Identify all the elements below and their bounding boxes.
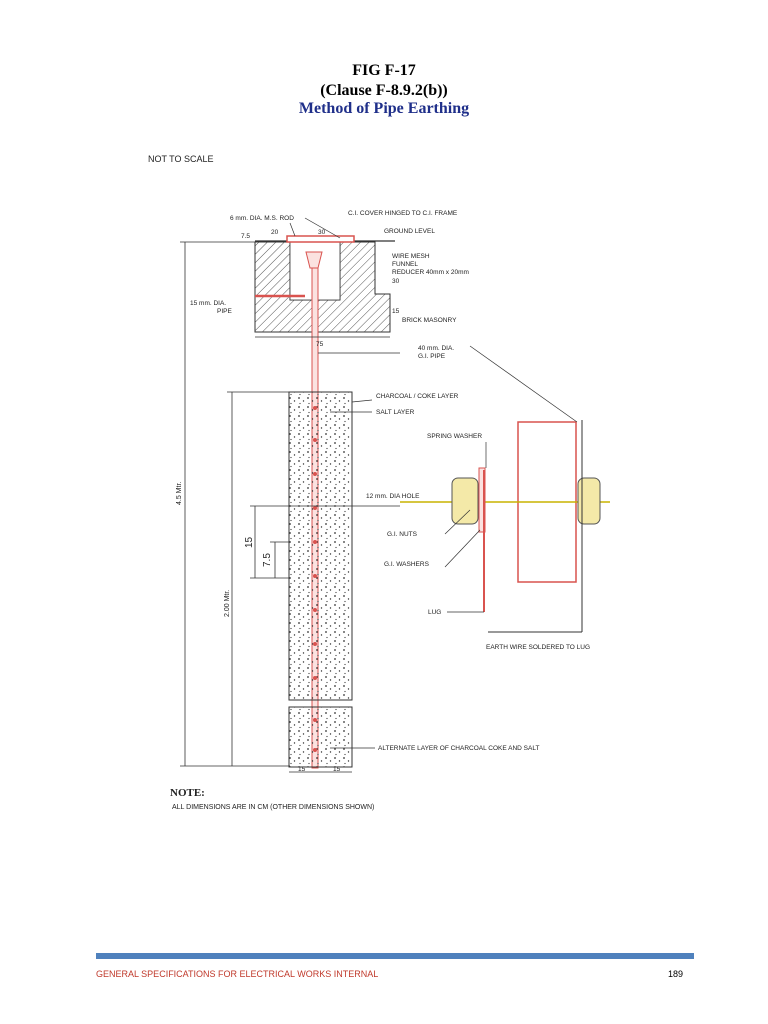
pipe-earthing-drawing: NOT TO SCALE: [148, 154, 610, 811]
label-brick-masonry: BRICK MASONRY: [402, 317, 457, 324]
label-lug: LUG: [428, 609, 441, 616]
dimension-labels: 7.5 20 30 30 15 75 4.5 Mtr. 2.00 Mtr. 15…: [176, 229, 400, 773]
label-spring-washer: SPRING WASHER: [427, 433, 482, 440]
label-gi-pipe-1: 40 mm. DIA.: [418, 345, 454, 352]
dim-30-side: 30: [392, 278, 400, 285]
footer-title: GENERAL SPECIFICATIONS FOR ELECTRICAL WO…: [96, 969, 379, 979]
scale-note: NOT TO SCALE: [148, 154, 214, 164]
label-pipe-15: 15 mm. DIA.: [190, 300, 226, 307]
label-ci-cover: C.I. COVER HINGED TO C.I. FRAME: [348, 210, 458, 217]
pit-upper: [288, 391, 353, 701]
label-alternate: ALTERNATE LAYER OF CHARCOAL COKE AND SAL…: [378, 745, 539, 752]
label-salt: SALT LAYER: [376, 409, 415, 416]
label-gi-washers: G.I. WASHERS: [384, 561, 430, 568]
label-charcoal: CHARCOAL / COKE LAYER: [376, 393, 459, 400]
label-ms-rod: 6 mm. DIA. M.S. ROD: [230, 215, 294, 222]
pipe-holes: [313, 406, 317, 752]
label-gi-nuts: G.I. NUTS: [387, 531, 418, 538]
dim-4-5: 4.5 Mtr.: [176, 482, 183, 505]
leader-lines: [289, 217, 578, 749]
label-funnel: FUNNEL: [392, 261, 418, 268]
dim-7-5: 7.5: [262, 553, 273, 567]
pit-lower: [288, 706, 353, 768]
dim-15-left: 15: [298, 766, 306, 773]
dimension-lines: [180, 241, 400, 773]
dim-7-5-top: 7.5: [241, 233, 250, 240]
figure-number: FIG F-17: [352, 62, 416, 79]
dim-15: 15: [244, 536, 255, 548]
note-heading: NOTE:: [170, 787, 205, 799]
bolt-detail: [400, 420, 610, 633]
footer-bar: [96, 953, 694, 959]
label-hole: 12 mm. DIA HOLE: [366, 493, 420, 500]
dim-20: 20: [271, 229, 279, 236]
brick-masonry-chamber: [254, 241, 391, 333]
label-pipe-word: PIPE: [217, 308, 232, 315]
label-gi-pipe-2: G.I. PIPE: [418, 353, 446, 360]
label-earth-wire: EARTH WIRE SOLDERED TO LUG: [486, 644, 590, 651]
dim-75-pipe: 75: [316, 341, 324, 348]
dim-15-side: 15: [392, 308, 400, 315]
annotation-labels: 6 mm. DIA. M.S. ROD C.I. COVER HINGED TO…: [190, 210, 590, 752]
label-reducer: REDUCER 40mm x 20mm: [392, 269, 469, 276]
page-number: 189: [667, 969, 683, 979]
ci-cover: [286, 235, 355, 243]
note-text: ALL DIMENSIONS ARE IN CM (OTHER DIMENSIO…: [172, 804, 374, 811]
dim-2-00: 2.00 Mtr.: [224, 590, 231, 617]
label-ground-level: GROUND LEVEL: [384, 228, 435, 235]
figure-title: Method of Pipe Earthing: [298, 100, 470, 117]
dim-30-top: 30: [318, 229, 326, 236]
dim-15-right: 15: [333, 766, 341, 773]
label-wire-mesh: WIRE MESH: [392, 253, 430, 260]
figure-clause: (Clause F-8.9.2(b)): [320, 82, 448, 99]
